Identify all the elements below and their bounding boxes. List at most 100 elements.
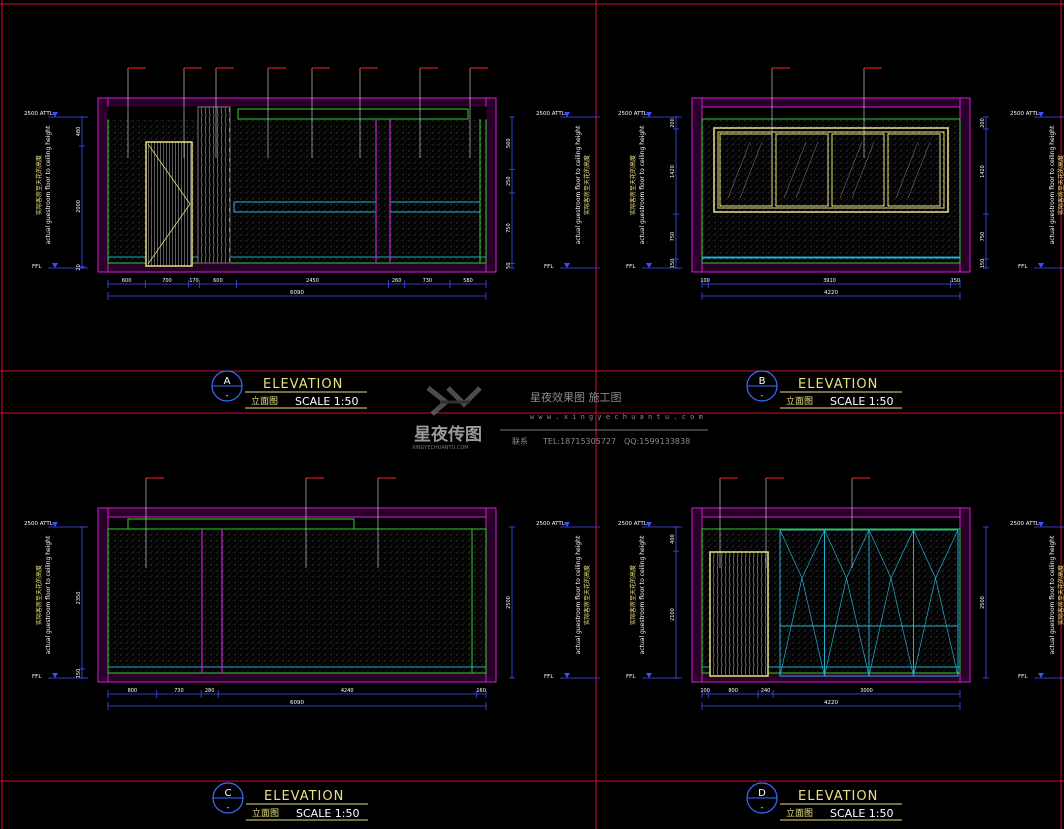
dim-value-bottom: 240 <box>761 688 771 694</box>
glass-reflection <box>851 141 875 199</box>
brand-logo <box>426 386 482 416</box>
elevation-letter: D <box>758 788 766 799</box>
dim-value-vertical: 2000 <box>76 200 82 213</box>
dim-value-vertical: 150 <box>76 669 82 679</box>
side-note-en-left: actual guestroom floor to ceiling height <box>639 125 646 244</box>
ceiling-slab <box>691 507 971 518</box>
window-frame-outer <box>713 127 949 213</box>
wall-finish <box>107 528 487 674</box>
level-top-right: 2500 ATTL <box>536 111 566 117</box>
dim-value-bottom: 100 <box>700 278 710 284</box>
dim-value-vertical: 480 <box>76 127 82 137</box>
dim-value-vertical: 750 <box>980 232 986 242</box>
elevation-letter: C <box>225 788 232 799</box>
glass-reflection <box>839 141 863 199</box>
dim-value-bottom: 260 <box>392 278 402 284</box>
elevation-sub-dash: - <box>761 803 764 812</box>
dim-value-vertical: 200 <box>980 118 986 128</box>
side-note-cn-left: 实际客房至天花的高度 <box>629 565 637 625</box>
door-swing <box>147 143 191 265</box>
wardrobe-pattern <box>779 529 825 677</box>
dim-value-vertical: 1420 <box>980 165 986 178</box>
right-wall <box>959 97 971 273</box>
watermark-contact-label: 联系 <box>512 436 528 446</box>
dim-value-bottom: 580 <box>463 278 473 284</box>
right-wall <box>485 507 497 683</box>
dim-value-vertical: 150 <box>980 259 986 269</box>
level-bottom-left: FFL <box>32 264 42 270</box>
bulkhead <box>127 518 355 530</box>
elevation-sub-dash: - <box>226 391 229 400</box>
dim-overall-value: 4220 <box>824 700 838 706</box>
dim-value-bottom: 100 <box>700 688 710 694</box>
dim-value-bottom: 280 <box>205 688 215 694</box>
dim-value-vertical: 2500 <box>506 596 512 609</box>
side-note-cn-left: 实际客房至天花的高度 <box>629 155 637 215</box>
level-top-left: 2500 ATTL <box>618 111 648 117</box>
elevation-subtitle: 立面图 <box>252 807 279 819</box>
level-bottom-left: FFL <box>32 674 42 680</box>
level-bottom-right: FFL <box>1018 674 1028 680</box>
left-wall <box>97 97 109 273</box>
window-pane <box>775 133 829 207</box>
dim-value-bottom: 160 <box>476 688 486 694</box>
dim-value-bottom: 150 <box>951 278 961 284</box>
dim-value-bottom: 800 <box>128 688 138 694</box>
dim-value-bottom: 3000 <box>860 688 873 694</box>
wardrobe-pattern <box>868 529 914 677</box>
dim-value-vertical: 750 <box>670 232 676 242</box>
level-marker-left <box>52 522 58 527</box>
level-marker-floor-right <box>564 263 570 268</box>
dim-value-vertical: 2350 <box>76 592 82 605</box>
dim-value-vertical: 150 <box>670 259 676 269</box>
side-note-en-left: actual guestroom floor to ceiling height <box>45 125 52 244</box>
dim-value-bottom: 170 <box>189 278 199 284</box>
dim-value-vertical: 2100 <box>670 608 676 621</box>
dim-value-bottom: 600 <box>213 278 223 284</box>
dim-value-vertical: 200 <box>670 118 676 128</box>
watermark-qq: QQ:1599133838 <box>624 437 690 446</box>
window-pane <box>831 133 885 207</box>
side-note-en-left: actual guestroom floor to ceiling height <box>45 535 52 654</box>
left-wall <box>691 97 703 273</box>
level-marker-floor-left <box>52 673 58 678</box>
side-note-cn-right: 实际客房至天花的高度 <box>583 155 591 215</box>
level-bottom-left: FFL <box>626 674 636 680</box>
elevation-subtitle: 立面图 <box>786 395 813 407</box>
elevation-letter: A <box>224 376 231 387</box>
level-marker-floor-right <box>1038 263 1044 268</box>
level-top-right: 2500 ATTL <box>1010 111 1040 117</box>
dim-value-vertical: 1420 <box>670 165 676 178</box>
dim-overall-value: 6090 <box>290 290 304 296</box>
level-marker-floor-left <box>646 673 652 678</box>
right-wall <box>959 507 971 683</box>
side-note-en-right: actual guestroom floor to ceiling height <box>1049 125 1056 244</box>
floor-slab <box>691 262 971 273</box>
dim-value-bottom: 730 <box>174 688 184 694</box>
level-marker-right <box>564 112 570 117</box>
dim-value-vertical: 2500 <box>980 596 986 609</box>
level-marker-floor-left <box>52 263 58 268</box>
level-top-left: 2500 ATTL <box>24 111 54 117</box>
wall-finish <box>701 118 961 264</box>
dim-value-bottom: 4240 <box>341 688 354 694</box>
level-bottom-right: FFL <box>544 674 554 680</box>
side-note-cn-left: 实际客房至天花的高度 <box>35 155 43 215</box>
left-wall <box>97 507 109 683</box>
glass-reflection <box>739 141 763 199</box>
side-note-cn-right: 实际客房至天花的高度 <box>1057 155 1064 215</box>
elevation-sub-dash: - <box>761 391 764 400</box>
floor-slab <box>97 672 497 683</box>
right-wall <box>485 97 497 273</box>
level-top-right: 2500 ATTL <box>1010 521 1040 527</box>
dim-overall-value: 6090 <box>290 700 304 706</box>
elevation-title: ELEVATION <box>798 377 878 392</box>
elevation-title: ELEVATION <box>798 789 878 804</box>
dim-value-vertical: 400 <box>670 534 676 544</box>
ceiling-slab <box>691 97 971 108</box>
ceiling-slab <box>97 97 497 108</box>
side-note-en-right: actual guestroom floor to ceiling height <box>575 125 582 244</box>
